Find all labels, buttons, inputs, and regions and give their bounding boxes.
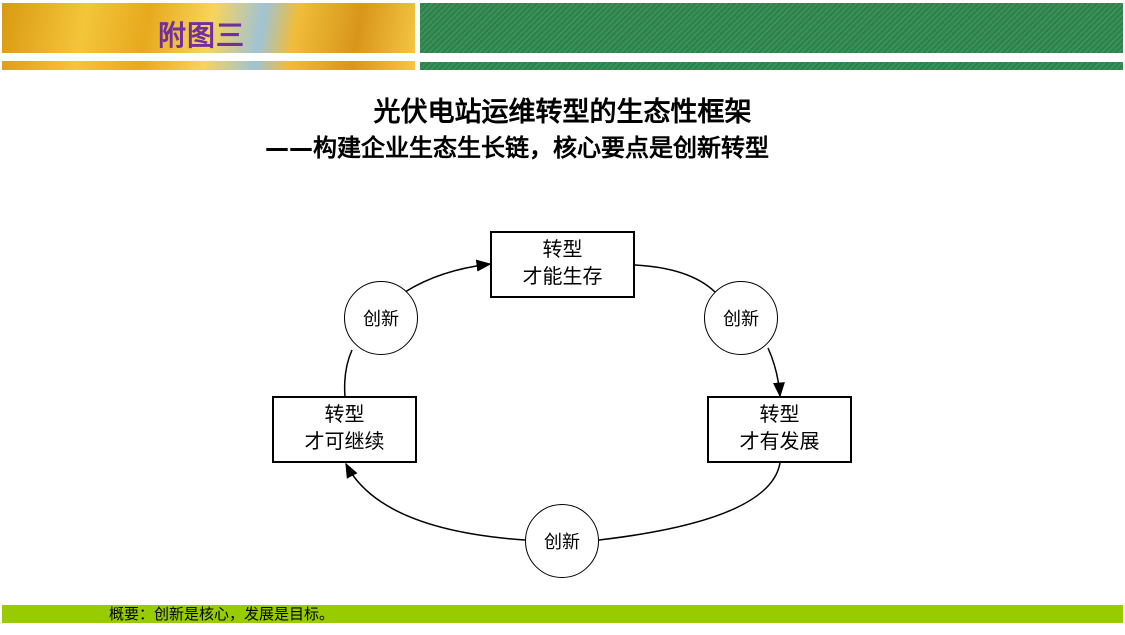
arrow-bottom-circle-to-left (345, 462, 526, 541)
figure-label: 附图三 (158, 19, 246, 52)
box-line1: 转型 (542, 237, 583, 261)
page-title: 光伏电站运维转型的生态性框架 (373, 97, 752, 128)
box-survive: 转型 才能生存 (490, 231, 635, 298)
arrow-left-circle-to-top (404, 259, 492, 293)
box-line1: 转型 (759, 402, 800, 426)
box-develop: 转型 才有发展 (707, 396, 852, 463)
arrow-right-circle-to-right (767, 347, 785, 398)
footer-bar: 概要：创新是核心，发展是目标。 (2, 605, 1123, 623)
page-subtitle: ——构建企业生态生长链，核心要点是创新转型 (265, 134, 769, 162)
box-line1: 转型 (324, 402, 365, 426)
box-line2: 才有发展 (739, 429, 820, 453)
box-continue: 转型 才可继续 (272, 396, 417, 463)
innovation-circle-right: 创新 (704, 281, 778, 355)
arrow-left-to-top (343, 349, 353, 398)
banner-divider (2, 53, 415, 61)
box-line2: 才可继续 (304, 429, 385, 453)
arrow-right-to-bottom-circle (598, 462, 781, 541)
footer-summary: 概要：创新是核心，发展是目标。 (109, 605, 335, 623)
box-line2: 才能生存 (522, 264, 603, 288)
arrow-top-to-right-circle (634, 264, 716, 293)
green-banner-bottom (420, 62, 1123, 70)
green-banner-top (420, 3, 1123, 53)
innovation-circle-left: 创新 (344, 281, 418, 355)
innovation-circle-bottom: 创新 (525, 504, 599, 578)
